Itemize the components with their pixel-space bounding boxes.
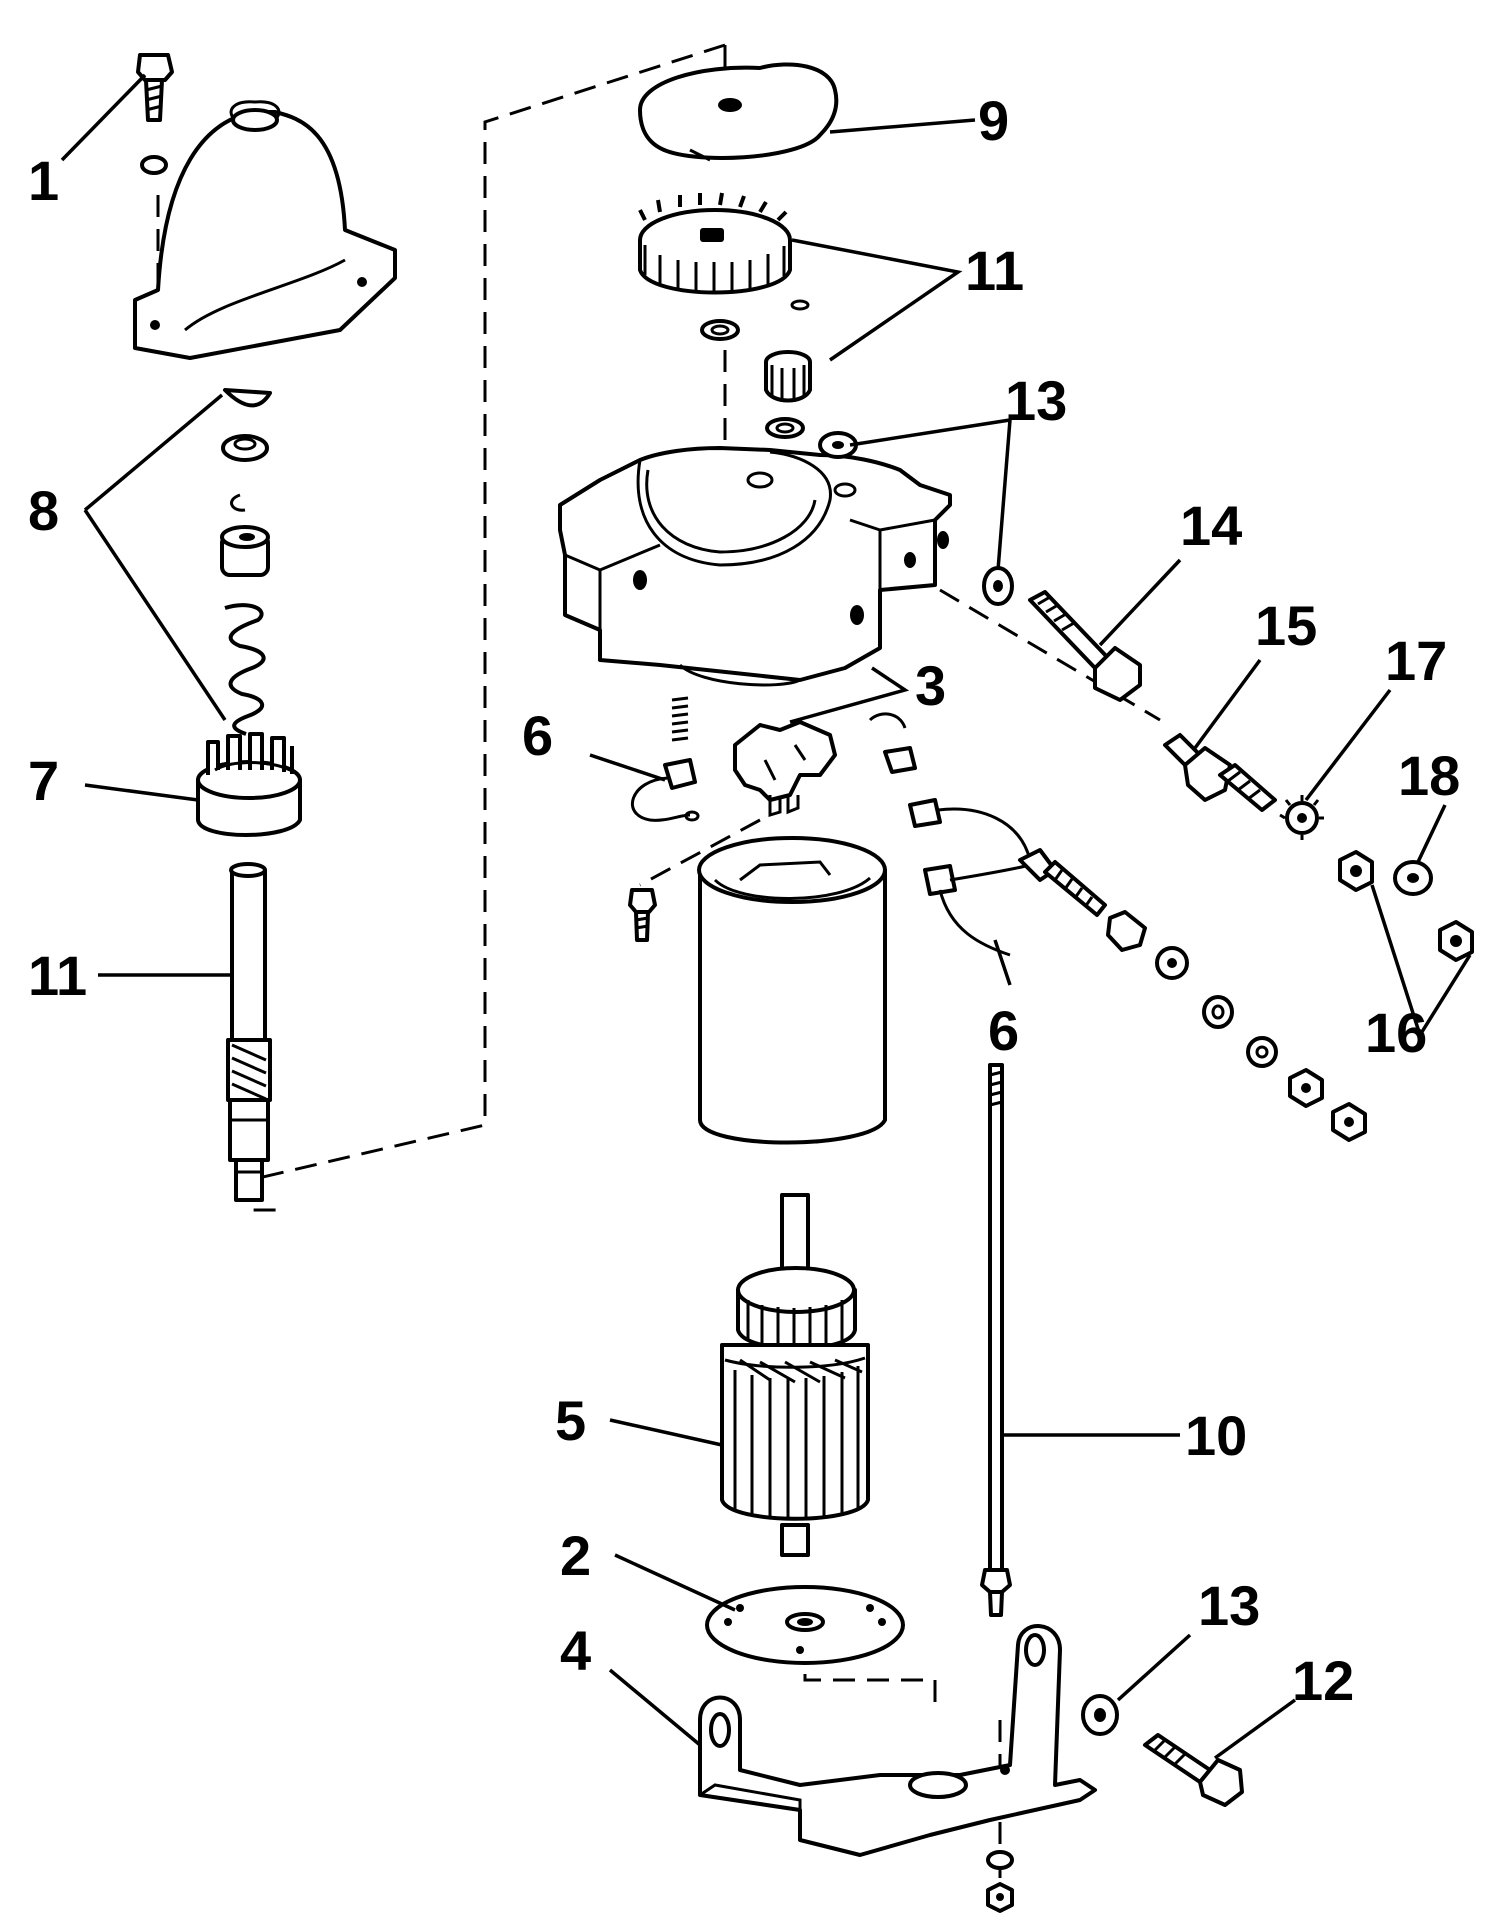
- gear-housing: [558, 446, 952, 687]
- callout-6-left: 6: [522, 704, 553, 767]
- mounting-bracket-base: [698, 1624, 1097, 1857]
- brush-plate-screw: [628, 888, 657, 942]
- drive-cover-cap: [133, 100, 397, 360]
- base-washer-and-nut: [986, 1850, 1014, 1913]
- motor-frame-cylinder: [697, 836, 887, 1145]
- helix-drive-shaft: [226, 862, 272, 1202]
- lock-washer: [1279, 795, 1324, 840]
- intermediate-gear-large: [638, 192, 792, 295]
- callout-labels: 1 9 11 13 8 14 15 17 18 3 6 7 11 6 16 5 …: [28, 89, 1460, 1712]
- callout-16: 16: [1365, 1001, 1427, 1064]
- callout-11-gears: 11: [965, 239, 1024, 302]
- callout-2: 2: [560, 1524, 591, 1587]
- brush-right: [883, 746, 917, 774]
- bracket-bolt: [1143, 1733, 1244, 1807]
- long-through-bolt: [980, 1063, 1012, 1617]
- callout-7: 7: [28, 749, 59, 812]
- callout-17: 17: [1385, 629, 1447, 692]
- shaft-routing-dashed-line: [248, 43, 726, 1212]
- leader-lines: [60, 73, 1472, 1760]
- brush-plate-screw-dashed-line: [639, 818, 761, 887]
- callout-15: 15: [1255, 594, 1317, 657]
- callout-13-upper: 13: [1005, 369, 1067, 432]
- callout-18: 18: [1398, 744, 1460, 807]
- callout-11-shaft: 11: [28, 944, 87, 1007]
- housing-washers-upper: [818, 431, 1014, 606]
- gear-washers: [700, 319, 805, 439]
- callout-3: 3: [915, 654, 946, 717]
- callout-1: 1: [28, 149, 59, 212]
- callout-14: 14: [1180, 494, 1242, 557]
- bracket-washer-lower: [1081, 1694, 1119, 1736]
- brush-left: [631, 758, 700, 822]
- callout-6-right: 6: [988, 999, 1019, 1062]
- armature: [720, 1193, 870, 1557]
- drive-pinion-gear: [196, 732, 302, 837]
- intermediate-gear-small: [764, 299, 812, 403]
- terminal-nuts-and-washer: [1338, 850, 1474, 962]
- terminal-insulator-washers-nuts: [1106, 910, 1367, 1142]
- positive-brush-lead: [908, 798, 1107, 957]
- brush-holder-plate: [733, 720, 837, 818]
- housing-through-bolt: [1028, 590, 1142, 702]
- pinion-stop-stack: [220, 388, 272, 736]
- callout-4: 4: [560, 1619, 591, 1682]
- callout-10: 10: [1185, 1404, 1247, 1467]
- brush-springs: [671, 696, 907, 742]
- callout-8: 8: [28, 479, 59, 542]
- cover-screw: [136, 53, 174, 175]
- gear-cover-plate: [638, 62, 839, 162]
- terminal-stud: [1163, 733, 1277, 812]
- callout-9: 9: [978, 89, 1009, 152]
- callout-5: 5: [555, 1389, 586, 1452]
- callout-13-lower: 13: [1198, 1574, 1260, 1637]
- callout-12: 12: [1292, 1649, 1354, 1712]
- commutator-end-plate: [705, 1585, 905, 1665]
